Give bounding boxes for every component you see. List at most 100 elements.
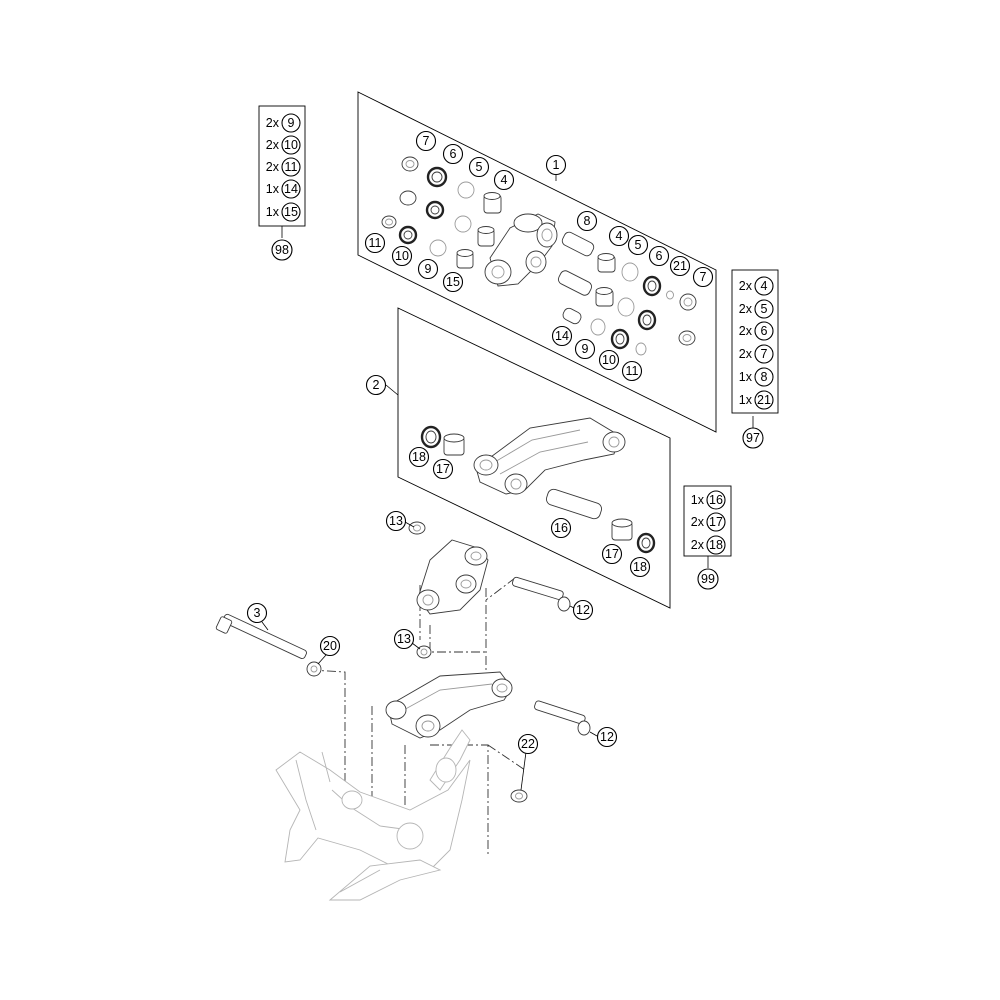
svg-text:7: 7 <box>761 347 768 361</box>
svg-text:21: 21 <box>757 393 771 407</box>
svg-text:2x: 2x <box>266 160 280 174</box>
callout-6-top: 6 <box>442 143 464 165</box>
svg-text:1x: 1x <box>266 205 280 219</box>
kit-2-panel <box>397 307 671 609</box>
svg-text:11: 11 <box>285 160 298 174</box>
svg-text:5: 5 <box>476 160 483 174</box>
kit-99-ref: 99 <box>697 568 719 590</box>
callout-4-top: 4 <box>493 169 515 191</box>
svg-text:2x: 2x <box>266 138 280 152</box>
svg-text:7: 7 <box>700 270 707 284</box>
callout-16: 16 <box>550 517 572 539</box>
callout-21: 21 <box>669 255 691 277</box>
svg-text:11: 11 <box>369 236 382 250</box>
svg-text:10: 10 <box>284 138 298 152</box>
callout-13-lower: 13 <box>393 628 415 650</box>
callout-12-upper: 12 <box>572 599 594 621</box>
svg-text:12: 12 <box>600 730 614 744</box>
kit-97-box: 2x 4 2x 5 2x 6 2x 7 1x 8 1x 21 97 <box>731 269 779 449</box>
svg-text:9: 9 <box>288 116 295 130</box>
svg-text:13: 13 <box>397 632 411 646</box>
svg-text:15: 15 <box>284 205 298 219</box>
svg-text:2x: 2x <box>739 279 753 293</box>
svg-text:8: 8 <box>584 214 591 228</box>
svg-text:6: 6 <box>450 147 457 161</box>
svg-text:10: 10 <box>602 353 616 367</box>
svg-text:2x: 2x <box>691 515 705 529</box>
svg-text:7: 7 <box>423 134 430 148</box>
kit-98-box: 2x 9 2x 10 2x 11 1x 14 1x 15 98 <box>258 105 306 261</box>
callout-14: 14 <box>551 325 573 347</box>
svg-text:8: 8 <box>761 370 768 384</box>
kit-1-parts <box>381 156 697 356</box>
callout-22: 22 <box>517 733 539 755</box>
svg-text:98: 98 <box>275 243 289 257</box>
svg-text:6: 6 <box>656 249 663 263</box>
svg-text:6: 6 <box>761 324 768 338</box>
svg-text:2x: 2x <box>739 347 753 361</box>
svg-text:22: 22 <box>521 737 535 751</box>
assembly-parts <box>215 521 591 901</box>
callout-3: 3 <box>246 602 268 624</box>
svg-text:16: 16 <box>709 493 723 507</box>
svg-text:4: 4 <box>761 279 768 293</box>
callout-11-left: 11 <box>364 232 386 254</box>
callout-5-right: 5 <box>627 234 649 256</box>
callout-13-upper: 13 <box>385 510 407 532</box>
svg-text:12: 12 <box>576 603 590 617</box>
callout-9-left: 9 <box>417 258 439 280</box>
callout-7-right: 7 <box>692 266 714 288</box>
svg-text:2x: 2x <box>691 538 705 552</box>
svg-text:17: 17 <box>605 547 619 561</box>
svg-text:9: 9 <box>582 342 589 356</box>
svg-text:2x: 2x <box>739 324 753 338</box>
svg-text:3: 3 <box>254 606 261 620</box>
svg-text:11: 11 <box>626 364 639 378</box>
svg-text:1x: 1x <box>266 182 280 196</box>
svg-text:5: 5 <box>635 238 642 252</box>
svg-text:18: 18 <box>412 450 426 464</box>
svg-text:1x: 1x <box>691 493 705 507</box>
svg-text:20: 20 <box>323 639 337 653</box>
svg-text:4: 4 <box>616 229 623 243</box>
svg-text:13: 13 <box>389 514 403 528</box>
svg-text:2x: 2x <box>739 302 753 316</box>
callout-9-right: 9 <box>574 338 596 360</box>
callout-7-top: 7 <box>415 130 437 152</box>
callout-5-top: 5 <box>468 156 490 178</box>
kit-2-parts <box>420 417 656 554</box>
callout-6-right: 6 <box>648 245 670 267</box>
callout-8: 8 <box>576 210 598 232</box>
callout-2: 2 <box>365 374 387 396</box>
callout-10-left: 10 <box>391 245 413 267</box>
svg-text:5: 5 <box>761 302 768 316</box>
svg-text:18: 18 <box>709 538 723 552</box>
svg-text:9: 9 <box>425 262 432 276</box>
svg-text:2x: 2x <box>266 116 280 130</box>
kit-99-box: 1x 16 2x 17 2x 18 99 <box>683 485 732 590</box>
callout-17-right: 17 <box>601 543 623 565</box>
kit-1-panel <box>357 91 717 433</box>
kit-97-ref: 97 <box>742 427 764 449</box>
callout-4-right: 4 <box>608 225 630 247</box>
callout-1: 1 <box>545 154 567 176</box>
callout-18-left: 18 <box>408 446 430 468</box>
svg-text:15: 15 <box>446 275 460 289</box>
svg-text:18: 18 <box>633 560 647 574</box>
kit-98-ref: 98 <box>271 239 293 261</box>
callout-12-lower: 12 <box>596 726 618 748</box>
svg-text:99: 99 <box>701 572 715 586</box>
svg-text:1x: 1x <box>739 393 753 407</box>
svg-text:14: 14 <box>555 329 569 343</box>
svg-text:17: 17 <box>436 462 450 476</box>
callout-15: 15 <box>442 271 464 293</box>
svg-text:14: 14 <box>284 182 298 196</box>
callout-18-right: 18 <box>629 556 651 578</box>
callout-17-left: 17 <box>432 458 454 480</box>
svg-text:4: 4 <box>501 173 508 187</box>
svg-text:21: 21 <box>673 259 687 273</box>
svg-text:2: 2 <box>373 378 380 392</box>
svg-text:10: 10 <box>395 249 409 263</box>
svg-text:97: 97 <box>746 431 760 445</box>
